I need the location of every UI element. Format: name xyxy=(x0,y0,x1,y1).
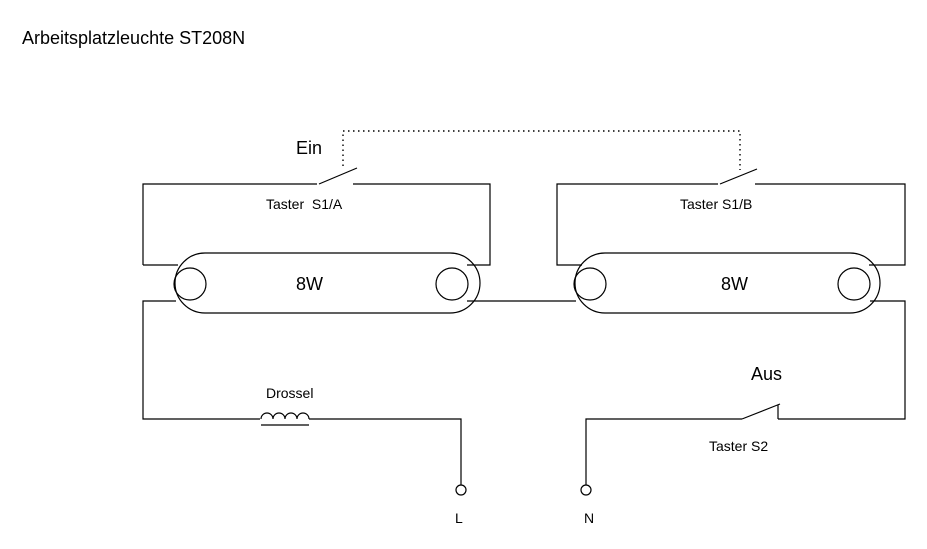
switch-s1b-blade xyxy=(719,168,758,185)
tube-left-filament-left xyxy=(173,267,207,301)
wire-right-bottom xyxy=(778,300,906,420)
wire-right-top-a xyxy=(556,183,718,266)
choke-coil xyxy=(260,412,310,420)
label-aus: Aus xyxy=(751,364,782,384)
tube-left-left-cap xyxy=(174,252,206,314)
lamp-tube-right xyxy=(573,252,881,314)
terminal-n xyxy=(580,484,592,496)
tube-left-right-cap xyxy=(449,252,481,314)
lower-right-circuit xyxy=(580,300,906,496)
label-drossel: Drossel xyxy=(266,385,313,401)
tube-right-filament-left xyxy=(573,267,607,301)
switch-coupling-dotted xyxy=(342,130,741,170)
wire-right-top-b xyxy=(755,183,906,266)
wire-to-terminal-n xyxy=(585,418,742,485)
label-terminal-l: L xyxy=(455,510,463,526)
tube-left-filament-right xyxy=(435,267,469,301)
tube-right-left-cap xyxy=(574,252,606,314)
wire-left-top-a xyxy=(142,183,317,265)
diagram-title: Arbeitsplatzleuchte ST208N xyxy=(22,28,245,48)
label-terminal-n: N xyxy=(584,510,594,526)
left-starter-circuit xyxy=(142,167,491,266)
label-taster-s1b: Taster S1/B xyxy=(680,196,752,212)
tube-right-filament-right xyxy=(837,267,871,301)
switch-s2-blade xyxy=(741,403,781,420)
label-taster-s1a: Taster S1/A xyxy=(266,196,343,212)
label-ein: Ein xyxy=(296,138,322,158)
tube-right-right-cap xyxy=(849,252,881,314)
lower-left-circuit xyxy=(142,300,467,496)
wire-left-top-b xyxy=(353,183,491,266)
wire-to-terminal-l xyxy=(309,418,462,485)
terminal-l xyxy=(455,484,467,496)
label-taster-s2: Taster S2 xyxy=(709,438,768,454)
right-starter-circuit xyxy=(556,168,906,266)
label-lamp-right: 8W xyxy=(721,274,748,294)
label-lamp-left: 8W xyxy=(296,274,323,294)
wire-left-bottom xyxy=(142,300,260,420)
lamp-tube-left xyxy=(173,252,481,314)
switch-s1a-blade xyxy=(318,167,358,185)
